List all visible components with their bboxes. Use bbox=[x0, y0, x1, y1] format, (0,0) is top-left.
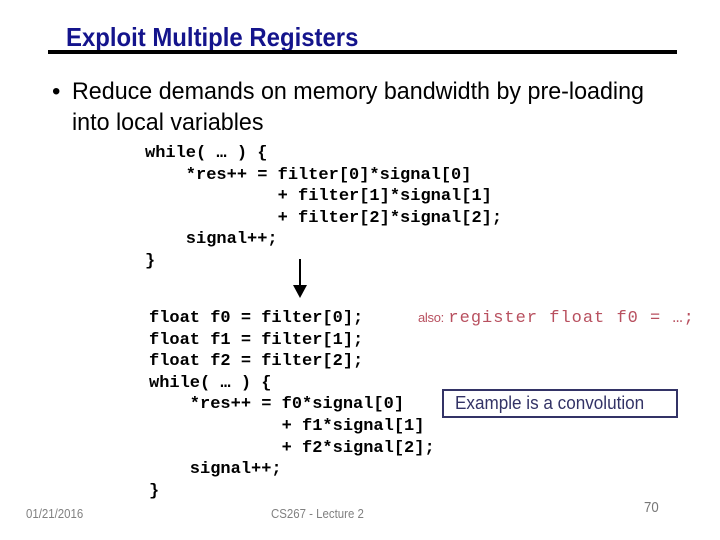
code-block-optimized: float f0 = filter[0]; float f1 = filter[… bbox=[149, 309, 435, 501]
slide-title: Exploit Multiple Registers bbox=[66, 22, 359, 52]
also-note-code: register float f0 = …; bbox=[448, 309, 695, 328]
also-note: also: register float f0 = …; bbox=[418, 309, 695, 328]
code-block-original: while( … ) { *res++ = filter[0]*signal[0… bbox=[145, 144, 503, 271]
bullet-text: Reduce demands on memory bandwidth by pr… bbox=[72, 78, 644, 136]
down-arrow-icon bbox=[293, 259, 307, 298]
bullet-marker: • bbox=[52, 78, 61, 105]
callout-text: Example is a convolution bbox=[455, 393, 645, 413]
also-note-label: also: bbox=[418, 310, 444, 325]
footer-course: CS267 - Lecture 2 bbox=[271, 506, 364, 521]
callout-box: Example is a convolution bbox=[442, 389, 678, 418]
title-underline bbox=[48, 50, 677, 54]
footer-page-number: 70 bbox=[644, 499, 659, 516]
footer-date: 01/21/2016 bbox=[26, 506, 84, 521]
